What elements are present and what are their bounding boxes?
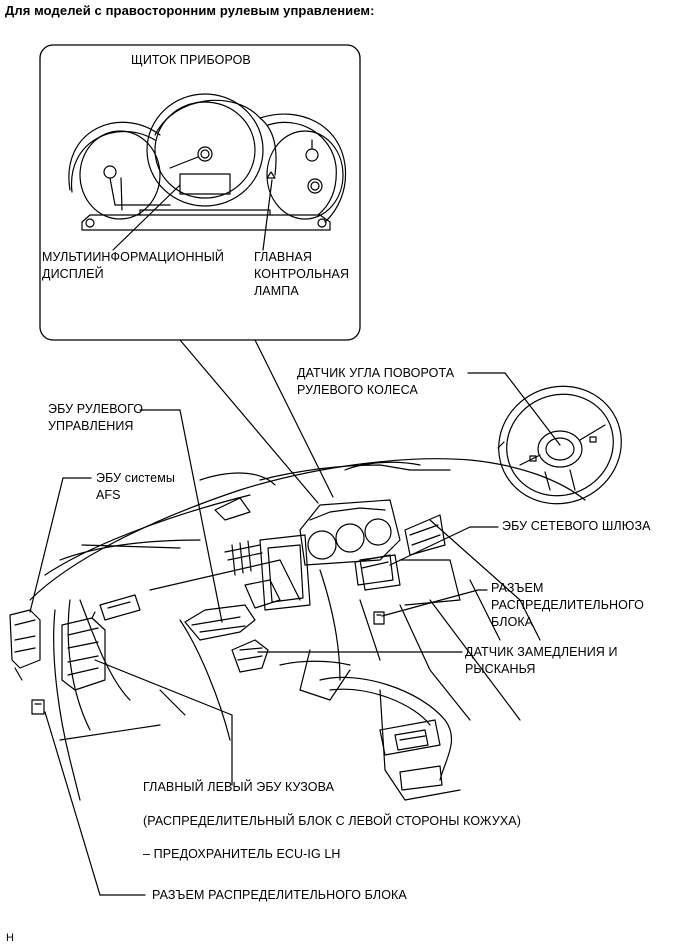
cluster-drawing <box>68 93 347 231</box>
label-multi-display: МУЛЬТИИНФОРМАЦИОННЫЙ ДИСПЛЕЙ <box>42 250 224 281</box>
label-master-warning: ГЛАВНАЯ КОНТРОЛЬНАЯ ЛАМПА <box>254 250 350 298</box>
label-gateway-ecu: ЭБУ СЕТЕВОГО ШЛЮЗА <box>502 519 651 533</box>
page-code: H <box>6 932 14 944</box>
label-junction-connector-right: РАЗЪЕМ РАСПРЕДЕЛИТЕЛЬНОГО БЛОКА <box>491 581 644 629</box>
label-fuse-note: – ПРЕДОХРАНИТЕЛЬ ECU-IG LH <box>143 847 341 861</box>
label-steering-ecu: ЭБУ РУЛЕВОГО УПРАВЛЕНИЯ <box>48 402 144 433</box>
components-drawing <box>9 554 394 715</box>
label-junction-connector-bottom: РАЗЪЕМ РАСПРЕДЕЛИТЕЛЬНОГО БЛОКА <box>152 888 407 902</box>
label-afs-ecu: ЭБУ системы AFS <box>96 471 176 502</box>
label-junction-block-note: (РАСПРЕДЕЛИТЕЛЬНЫЙ БЛОК С ЛЕВОЙ СТОРОНЫ … <box>143 814 522 828</box>
steering-wheel-drawing <box>497 385 622 505</box>
leader-lines <box>29 372 561 896</box>
callout-leaders <box>112 179 273 251</box>
label-steering-angle-sensor: ДАТЧИК УГЛА ПОВОРОТА РУЛЕВОГО КОЛЕСА <box>297 366 455 397</box>
page-header: Для моделей с правосторонним рулевым упр… <box>5 3 375 18</box>
label-yaw-rate-sensor: ДАТЧИК ЗАМЕДЛЕНИЯ И РЫСКАНЬЯ <box>465 645 618 676</box>
dashboard-drawing <box>29 458 586 801</box>
callout-title: ЩИТОК ПРИБОРОВ <box>131 53 251 67</box>
label-main-body-ecu: ГЛАВНЫЙ ЛЕВЫЙ ЭБУ КУЗОВА <box>143 780 335 794</box>
